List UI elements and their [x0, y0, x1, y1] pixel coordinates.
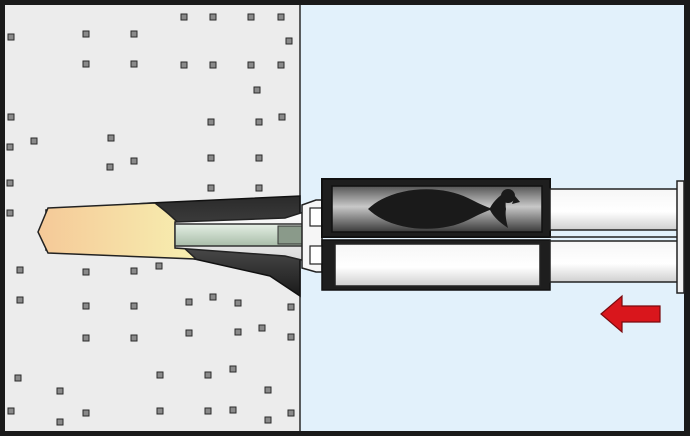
aggregate-particle — [82, 268, 90, 276]
aggregate-particle — [278, 113, 286, 121]
aggregate-particle — [209, 293, 217, 301]
aggregate-particle — [253, 86, 261, 94]
aggregate-particle — [106, 163, 114, 171]
concrete-aggregate — [6, 13, 295, 426]
aggregate-particle — [255, 154, 263, 162]
aggregate-particle — [255, 184, 263, 192]
aggregate-particle — [277, 61, 285, 69]
aggregate-particle — [229, 365, 237, 373]
aggregate-particle — [130, 302, 138, 310]
plunger-plate — [676, 180, 685, 294]
aggregate-particle — [285, 37, 293, 45]
aggregate-particle — [185, 298, 193, 306]
aggregate-particle — [107, 134, 115, 142]
aggregate-particle — [130, 60, 138, 68]
aggregate-particle — [82, 334, 90, 342]
aggregate-particle — [264, 416, 272, 424]
aggregate-particle — [258, 324, 266, 332]
aggregate-particle — [207, 184, 215, 192]
aggregate-particle — [287, 303, 295, 311]
aggregate-particle — [234, 328, 242, 336]
aggregate-particle — [7, 407, 15, 415]
static-mixer-tip — [277, 225, 306, 245]
cartridge-upper-tube — [549, 188, 681, 231]
aggregate-particle — [277, 13, 285, 21]
aggregate-particle — [234, 299, 242, 307]
aggregate-particle — [209, 61, 217, 69]
aggregate-particle — [247, 61, 255, 69]
aggregate-particle — [56, 387, 64, 395]
aggregate-particle — [7, 33, 15, 41]
aggregate-particle — [56, 418, 64, 426]
aggregate-particle — [130, 157, 138, 165]
aggregate-particle — [130, 267, 138, 275]
cartridge-lower-body — [334, 243, 541, 287]
aggregate-particle — [16, 266, 24, 274]
aggregate-particle — [180, 61, 188, 69]
aggregate-particle — [180, 13, 188, 21]
aggregate-particle — [204, 407, 212, 415]
aggregate-particle — [156, 407, 164, 415]
arrow-left-icon — [600, 294, 661, 334]
aggregate-particle — [207, 154, 215, 162]
aggregate-particle — [207, 118, 215, 126]
aggregate-particle — [255, 118, 263, 126]
aggregate-particle — [156, 371, 164, 379]
aggregate-particle — [6, 209, 14, 217]
aggregate-particle — [155, 262, 163, 270]
aggregate-particle — [247, 13, 255, 21]
aggregate-particle — [82, 60, 90, 68]
aggregate-particle — [287, 409, 295, 417]
aggregate-particle — [6, 143, 14, 151]
aggregate-particle — [14, 374, 22, 382]
aggregate-particle — [287, 333, 295, 341]
aggregate-particle — [82, 30, 90, 38]
aggregate-particle — [16, 296, 24, 304]
aggregate-particle — [130, 334, 138, 342]
aggregate-particle — [264, 386, 272, 394]
aggregate-particle — [130, 30, 138, 38]
aggregate-particle — [30, 137, 38, 145]
aggregate-particle — [6, 179, 14, 187]
fish-icon — [368, 189, 520, 229]
aggregate-particle — [185, 329, 193, 337]
aggregate-particle — [7, 113, 15, 121]
aggregate-particle — [82, 409, 90, 417]
aggregate-particle — [204, 371, 212, 379]
cartridge-lower-tube — [549, 240, 681, 283]
aggregate-particle — [209, 13, 217, 21]
aggregate-particle — [82, 302, 90, 310]
aggregate-particle — [229, 406, 237, 414]
